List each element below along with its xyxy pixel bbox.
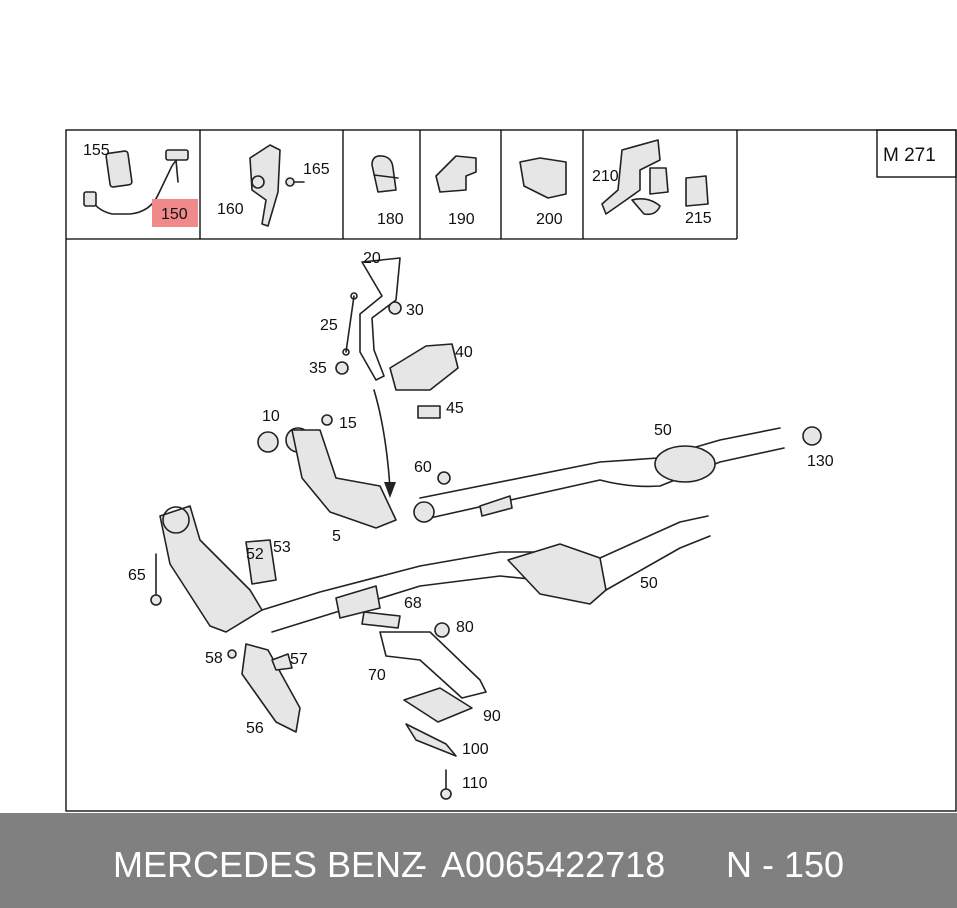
oxygen-sensor-box[interactable]: 155 150 [83, 142, 198, 227]
upper-bracket[interactable] [335, 257, 459, 419]
part-label: 52 [246, 546, 264, 563]
highlight-marker [152, 199, 198, 227]
part-label: 90 [483, 708, 501, 725]
clamp-box[interactable]: 180 [371, 155, 404, 228]
part-label: 130 [807, 453, 834, 470]
part-info-footer: MERCEDES BENZ - A0065422718 N - 150 [0, 813, 957, 908]
part-label: 50 [640, 575, 658, 592]
box-label: 165 [303, 161, 330, 178]
assembly-arrow [373, 389, 391, 489]
part-label: 56 [246, 720, 264, 737]
box-label: 180 [377, 211, 404, 228]
part-label: 70 [368, 667, 386, 684]
part-number: A0065422718 [441, 844, 666, 885]
lower-bracket-parts[interactable] [227, 611, 487, 800]
arrow-head [384, 482, 396, 498]
box-label: 215 [685, 210, 712, 227]
part-label: 15 [339, 415, 357, 432]
diagram-code: M 271 [883, 145, 936, 166]
exhaust-parts-diagram: M 271 155 150 160 165 180 190 200 [65, 129, 957, 812]
brand-name: MERCEDES BENZ [113, 844, 424, 885]
highlighted-part-label: 150 [161, 206, 188, 223]
box-label: 155 [83, 142, 110, 159]
main-catalytic-pipe[interactable] [150, 505, 711, 633]
footer-separator: - [415, 844, 427, 885]
box-label: 210 [592, 168, 619, 185]
box-label: 160 [217, 201, 244, 218]
front-catalytic-converter[interactable] [257, 414, 397, 529]
part-label: 30 [406, 302, 424, 319]
part-label: 10 [262, 408, 280, 425]
part-label: 5 [332, 528, 341, 545]
mount-box[interactable]: 190 [435, 155, 477, 228]
diagram-frame [65, 129, 957, 812]
part-label: 35 [309, 360, 327, 377]
holder-box[interactable]: 200 [519, 157, 567, 228]
part-label: 60 [414, 459, 432, 476]
part-label: 68 [404, 595, 422, 612]
bracket-box[interactable]: 160 165 [217, 144, 330, 227]
part-label: 100 [462, 741, 489, 758]
part-label: 40 [455, 344, 473, 361]
box-label: 200 [536, 211, 563, 228]
part-label: 20 [363, 250, 381, 267]
box-label: 190 [448, 211, 475, 228]
diagram-position: N - 150 [726, 844, 845, 885]
part-label: 110 [462, 775, 488, 792]
part-label: 50 [654, 422, 672, 439]
part-label: 45 [446, 400, 464, 417]
part-label: 53 [273, 539, 291, 556]
part-label: 57 [290, 651, 308, 668]
part-callouts: 5 10 15 20 25 30 35 40 45 50 50 52 53 56… [128, 250, 834, 792]
part-label: 80 [456, 619, 474, 636]
part-label: 65 [128, 567, 146, 584]
rear-pipe-upper[interactable] [413, 426, 822, 523]
hanger-box[interactable]: 210 215 [592, 139, 712, 227]
part-label: 25 [320, 317, 338, 334]
part-label: 58 [205, 650, 223, 667]
